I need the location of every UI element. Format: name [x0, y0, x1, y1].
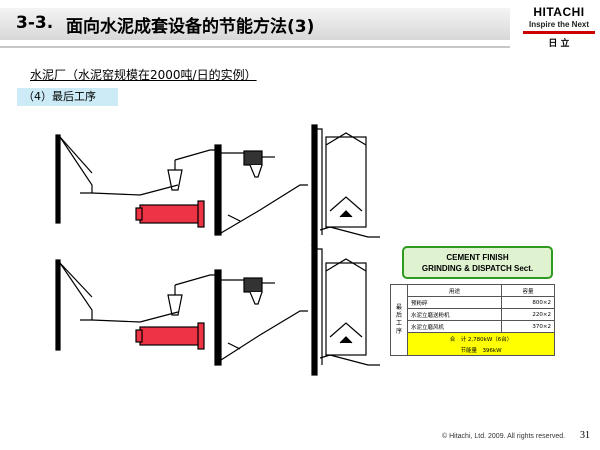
cell-use: 预粉碎 [406, 296, 503, 309]
upper-feed-conveyor [91, 192, 141, 196]
cement-finish-line1: CEMENT FINISH [446, 253, 509, 262]
cell-capacity: 220×2 [501, 308, 555, 321]
logo-tagline: Inspire the Next [528, 20, 589, 29]
lower-silo-discharge [329, 354, 380, 366]
table-row: 水泥立磨送粉机 220×2 [391, 308, 555, 321]
table-row: 预粉碎 800×2 [391, 296, 555, 309]
table-row-header: 最后工序 [390, 284, 408, 356]
cell-use: 水泥立磨风机 [406, 320, 503, 333]
step-label: （4）最后工序 [17, 88, 118, 106]
upper-dispatch-elevator [311, 124, 318, 246]
lower-line [55, 244, 380, 376]
cell-capacity: 370×2 [501, 320, 555, 333]
col-header-use: 用途 [406, 284, 503, 297]
cell-saving: 节能量 396kW [407, 344, 555, 356]
table-total-row: 合 计 2,780kW（6台） [391, 332, 555, 344]
title-band [0, 8, 510, 40]
lower-dispatch-elevator [311, 244, 318, 376]
section-number: 3-3. [16, 13, 54, 33]
lower-hopper [167, 294, 183, 316]
lower-feed-conveyor [91, 319, 141, 323]
logo-name: HITACHI [533, 5, 585, 19]
page-number: 31 [580, 430, 590, 441]
equipment-capacity-table: 最后工序 用途 容量 预粉碎 800×2 水泥立磨送粉机 220×2 水泥立磨风… [390, 284, 555, 356]
lower-cement-mill [139, 326, 203, 346]
logo-japanese: 日 立 [548, 39, 570, 49]
cell-capacity: 800×2 [501, 296, 555, 309]
title-underline [0, 46, 510, 48]
lower-lift-conveyor [174, 274, 215, 286]
process-flow-diagram [55, 124, 380, 376]
copyright: © Hitachi, Ltd. 2009. All rights reserve… [442, 433, 566, 440]
lower-return-conveyor [220, 310, 308, 361]
col-header-capacity: 容量 [501, 284, 555, 297]
table-saving-row: 节能量 396kW [391, 344, 555, 356]
upper-line [55, 124, 380, 246]
upper-hopper [167, 169, 183, 191]
upper-separator [214, 144, 222, 236]
cell-total: 合 计 2,780kW（6台） [407, 332, 555, 344]
upper-lift-conveyor [174, 149, 215, 161]
cement-finish-label: CEMENT FINISH GRINDING & DISPATCH Sect. [402, 246, 553, 279]
lower-separator [214, 269, 222, 366]
upper-bag-filter [243, 150, 263, 166]
cell-use: 水泥立磨送粉机 [406, 308, 503, 321]
header: 3-3. 面向水泥成套设备的节能方法(3) HITACHI Inspire th… [0, 0, 600, 56]
upper-elevator [55, 134, 61, 224]
lower-chute [59, 262, 93, 321]
table-header-row: 最后工序 用途 容量 [390, 284, 555, 356]
upper-silo-discharge [329, 226, 380, 238]
hitachi-logo: HITACHI Inspire the Next 日 立 [518, 0, 600, 50]
table-row: 水泥立磨风机 370×2 [391, 320, 555, 333]
cement-finish-line2: GRINDING & DISPATCH Sect. [421, 264, 534, 273]
lower-elevator [55, 259, 61, 351]
upper-cement-mill [139, 204, 203, 224]
lower-bag-filter [243, 277, 263, 293]
upper-chute [59, 136, 93, 194]
upper-return-conveyor [220, 184, 308, 234]
logo-red-line [523, 31, 595, 34]
subtitle: 水泥厂（水泥窑规模在2000吨/日的实例） [30, 68, 257, 82]
page-title: 面向水泥成套设备的节能方法(3) [66, 17, 315, 37]
